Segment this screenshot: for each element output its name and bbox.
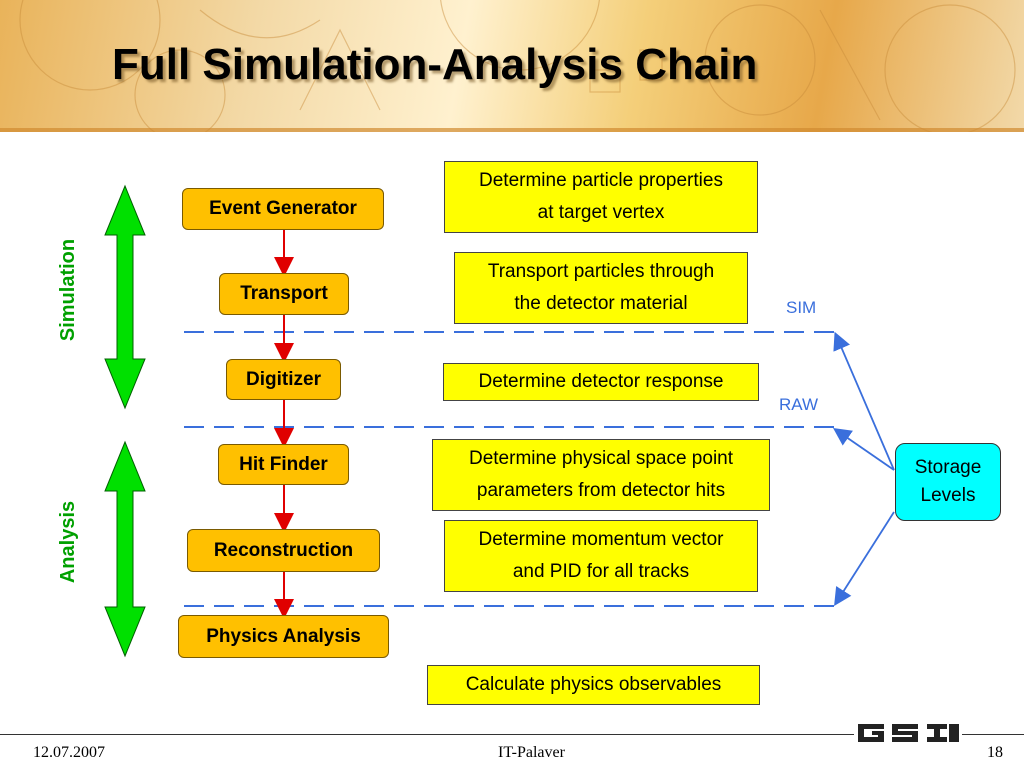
desc-line: and PID for all tracks (512, 561, 690, 582)
storage-arrow-reco (834, 511, 895, 607)
desc-physics-analysis: Calculate physics observables (427, 665, 760, 705)
desc-line: Determine physical space point (468, 448, 734, 469)
page-title: Full Simulation-Analysis Chain (112, 40, 758, 89)
storage-line: Levels (920, 485, 976, 506)
simulation-double-arrow (104, 184, 146, 410)
diagram-lines (104, 184, 895, 658)
header-banner: Full Simulation-Analysis Chain (0, 0, 1024, 132)
stage-digitizer: Digitizer (226, 359, 341, 400)
storage-levels-box: Storage Levels (895, 443, 1001, 521)
storage-arrow-sim (833, 331, 895, 471)
desc-transport: Transport particles through the detector… (454, 252, 748, 324)
desc-digitizer: Determine detector response (443, 363, 759, 401)
stage-hit-finder: Hit Finder (218, 444, 349, 485)
stage-event-generator: Event Generator (182, 188, 384, 230)
header-decoration (0, 0, 1024, 132)
raw-level-label: RAW (779, 395, 819, 414)
desc-line: Transport particles through (487, 261, 715, 282)
desc-line: Determine detector response (478, 371, 724, 392)
desc-line: Determine particle properties (479, 170, 723, 191)
stage-transport: Transport (219, 273, 349, 315)
desc-reconstruction: Determine momentum vector and PID for al… (444, 520, 758, 592)
chain-diagram: Simulation Analysis Event Generator Tran… (0, 132, 1024, 732)
desc-event-generator: Determine particle properties at target … (444, 161, 758, 233)
desc-hit-finder: Determine physical space point parameter… (432, 439, 770, 511)
footer-center: IT-Palaver (498, 744, 565, 761)
desc-line: Determine momentum vector (478, 529, 724, 550)
storage-line: Storage (914, 457, 982, 478)
footer-divider (0, 734, 1024, 735)
footer-page: 18 (987, 744, 1003, 761)
storage-arrow-raw (833, 427, 895, 471)
simulation-label: Simulation (57, 238, 79, 342)
stage-reconstruction: Reconstruction (187, 529, 380, 572)
sim-level-label: SIM (786, 298, 817, 317)
desc-line: parameters from detector hits (476, 480, 726, 501)
gsi-logo (854, 724, 962, 742)
analysis-label: Analysis (57, 500, 79, 584)
footer-date: 12.07.2007 (33, 744, 105, 761)
desc-line: the detector material (514, 293, 688, 314)
analysis-double-arrow (104, 440, 146, 658)
desc-line: at target vertex (537, 202, 665, 223)
desc-line: Calculate physics observables (465, 674, 722, 695)
stage-physics-analysis: Physics Analysis (178, 615, 389, 658)
